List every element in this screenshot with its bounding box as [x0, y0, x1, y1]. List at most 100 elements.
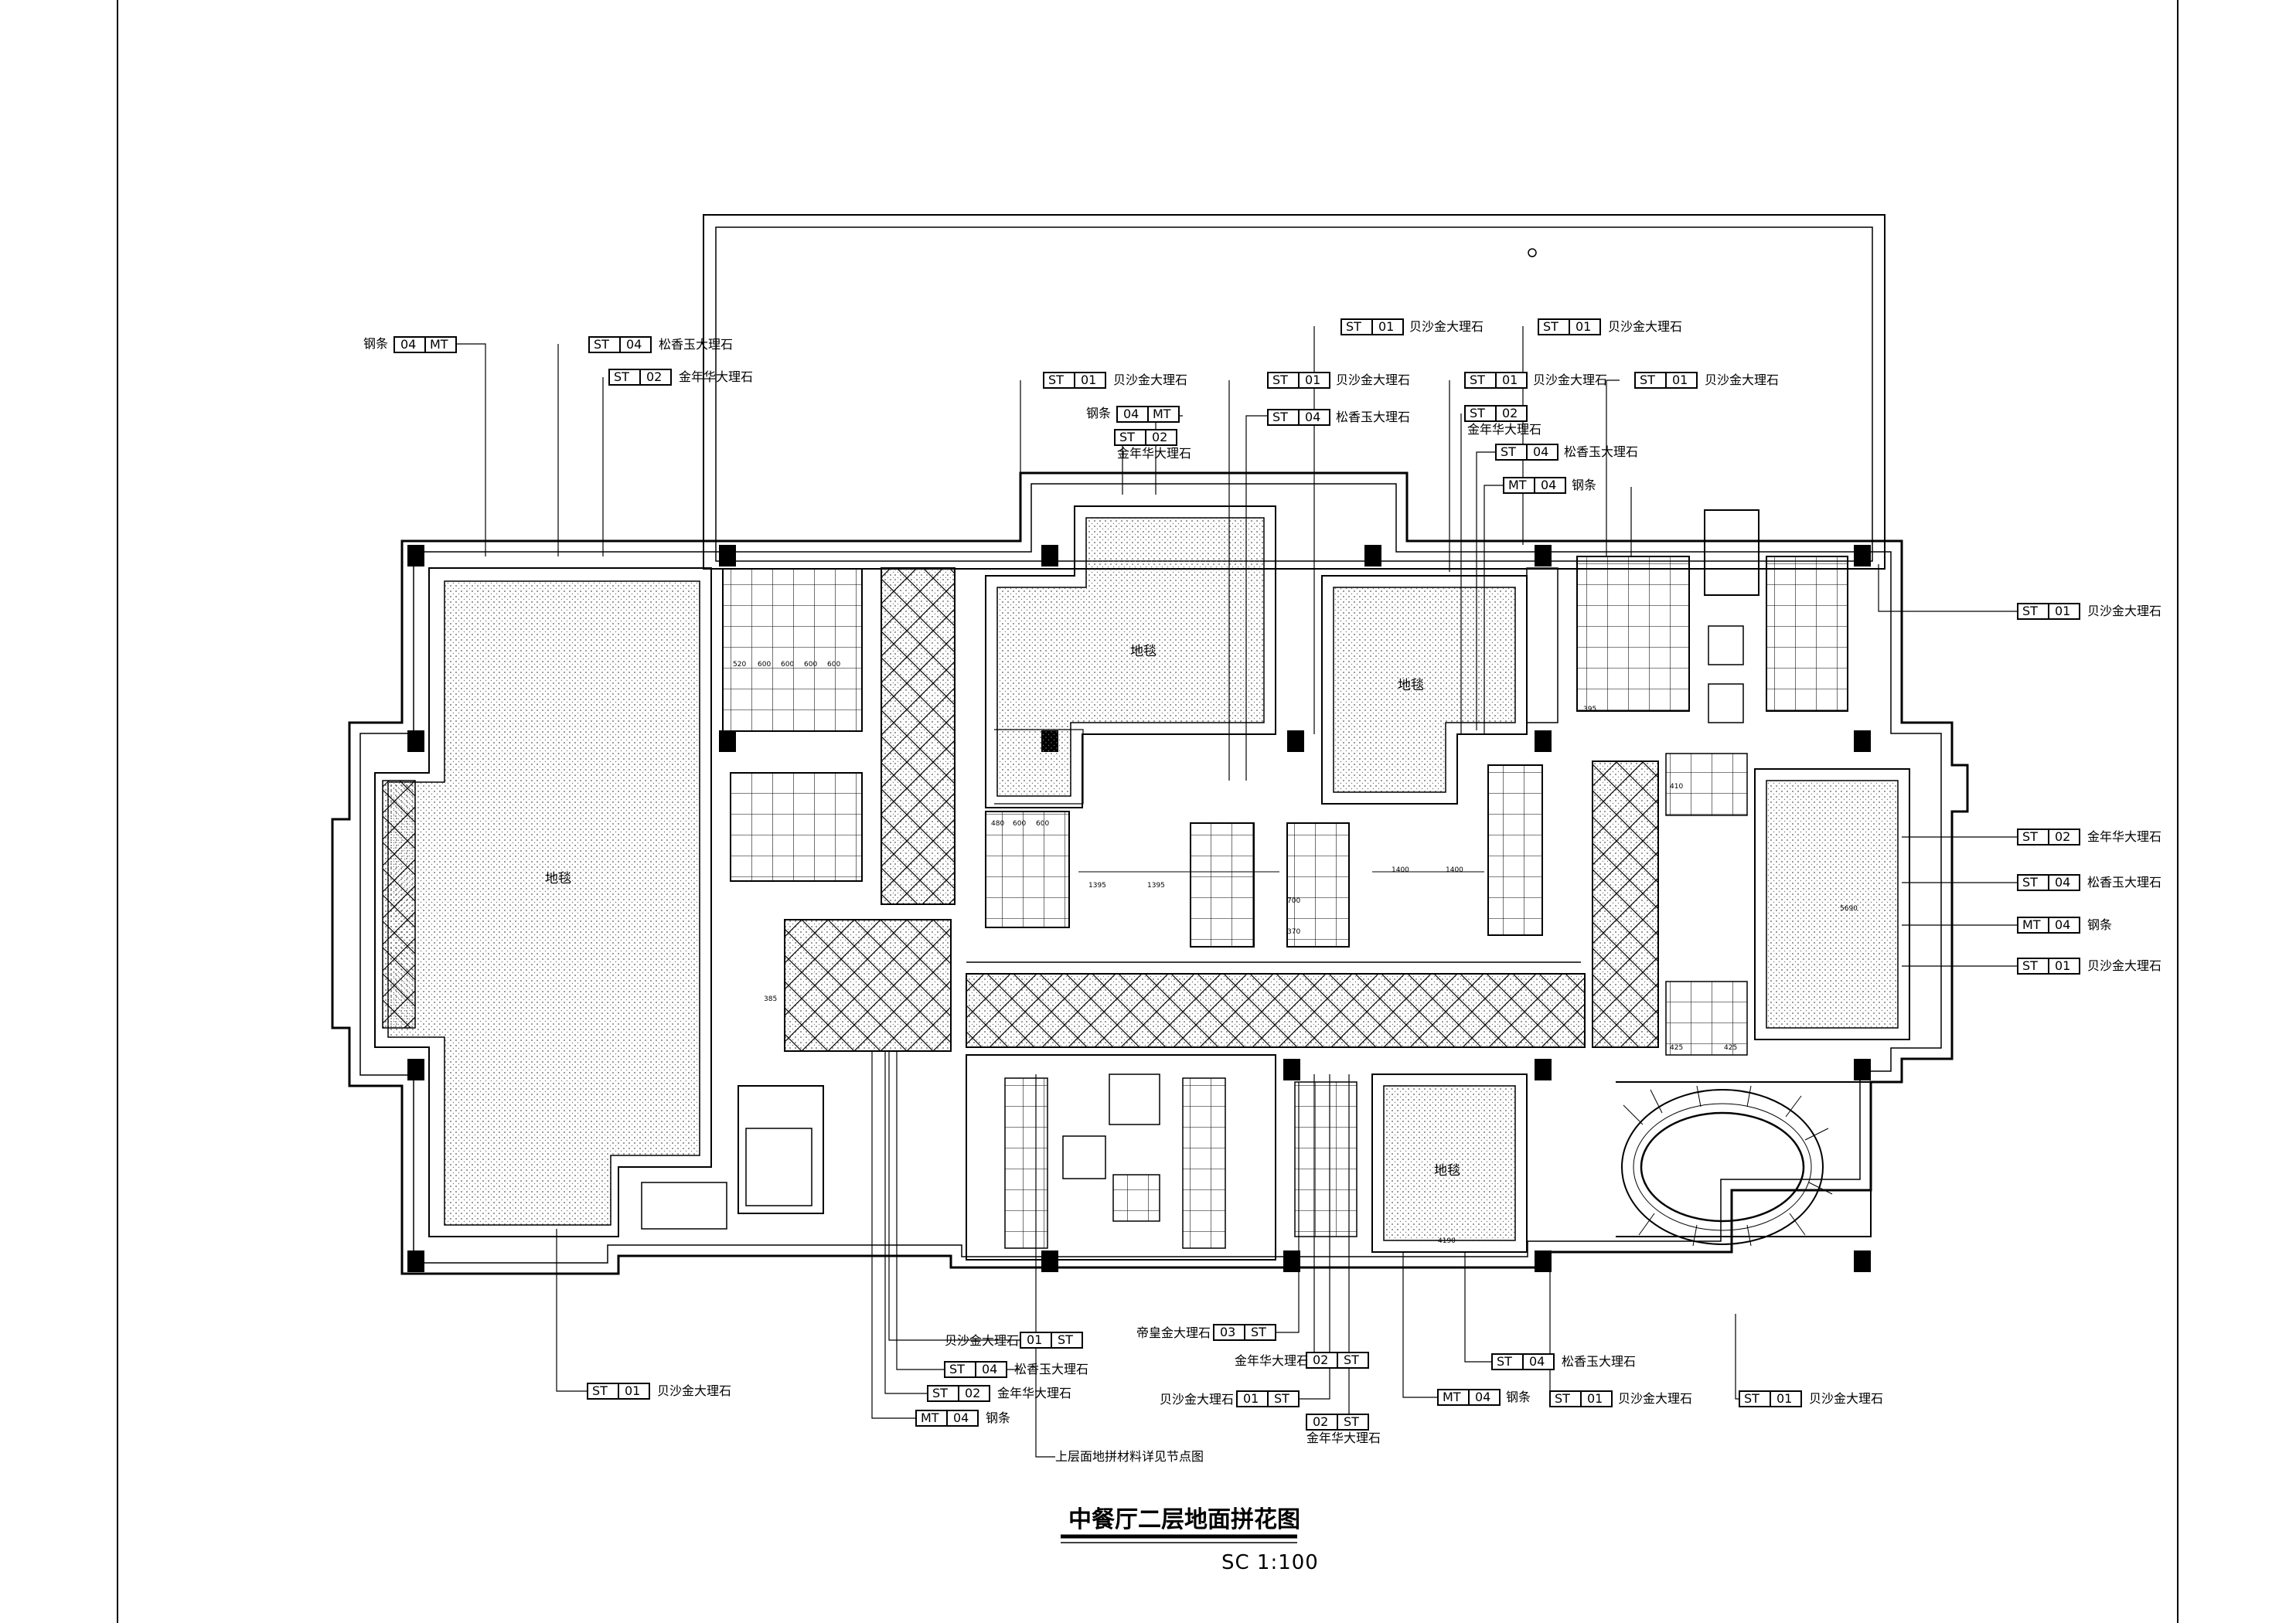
material-tag-gangtiao: MT 04 钢条: [2017, 917, 2112, 934]
svg-text:ST: ST: [1470, 406, 1485, 420]
svg-text:01: 01: [2055, 604, 2070, 618]
material-tag-songxiang: ST 04 松香玉大理石: [588, 336, 733, 353]
svg-text:松香玉大理石: 松香玉大理石: [1562, 1354, 1636, 1369]
svg-text:04: 04: [1541, 478, 1556, 492]
svg-text:01: 01: [1777, 1391, 1792, 1406]
svg-text:贝沙金大理石: 贝沙金大理石: [1336, 373, 1410, 387]
dim-label: 700: [1287, 897, 1300, 905]
svg-text:贝沙金大理石: 贝沙金大理石: [1705, 373, 1779, 387]
grid-room-nw: [722, 568, 863, 882]
svg-text:01: 01: [1081, 373, 1096, 387]
dim-label: 1400: [1392, 866, 1409, 874]
dim-label: 600: [1036, 820, 1049, 828]
svg-text:ST: ST: [2022, 875, 2038, 890]
material-tag-songxiang: ST 04 松香玉大理石: [2017, 874, 2161, 891]
material-tag-gangtiao: 钢条 04 MT: [363, 336, 457, 353]
svg-text:贝沙金大理石: 贝沙金大理石: [1113, 373, 1187, 387]
dim-label: 395: [1583, 706, 1596, 713]
svg-text:ST: ST: [2022, 604, 2038, 618]
material-tag-gangtiao: MT 04 钢条: [1437, 1389, 1531, 1406]
dim-label: 480: [991, 820, 1004, 828]
svg-text:贝沙金大理石: 贝沙金大理石: [945, 1333, 1019, 1348]
svg-text:04: 04: [1529, 1354, 1545, 1369]
dim-label: 425: [1724, 1044, 1737, 1052]
dim-label: 600: [804, 661, 817, 669]
material-tag-songxiang: ST 04 松香玉大理石: [944, 1361, 1088, 1378]
svg-text:ST: ST: [932, 1386, 948, 1400]
material-tag-beisha: ST 01 贝沙金大理石: [1043, 372, 1187, 389]
structural-columns: [407, 545, 1871, 1272]
svg-text:贝沙金大理石: 贝沙金大理石: [2087, 958, 2161, 973]
leader-lines: [456, 326, 2018, 1458]
note-detail-reference: 上层面地拼材料详见节点图: [1055, 1449, 1204, 1464]
dim-label: 600: [1013, 820, 1026, 828]
svg-text:ST: ST: [1497, 1354, 1512, 1369]
material-tag-songxiang: ST 04 松香玉大理石: [1267, 409, 1410, 426]
svg-text:ST: ST: [1346, 319, 1361, 334]
material-tag-beisha: ST 01 贝沙金大理石: [1267, 372, 1410, 389]
svg-text:贝沙金大理石: 贝沙金大理石: [1618, 1391, 1692, 1406]
svg-text:贝沙金大理石: 贝沙金大理石: [1409, 319, 1484, 334]
svg-text:04: 04: [1305, 410, 1320, 424]
svg-text:贝沙金大理石: 贝沙金大理石: [1608, 319, 1682, 334]
material-tag-dihuangjin: 帝皇金大理石 03 ST: [1136, 1324, 1276, 1341]
svg-text:贝沙金大理石: 贝沙金大理石: [1809, 1391, 1883, 1406]
material-tag-jinnianhua: ST 02 金年华大理石: [1114, 429, 1191, 461]
svg-text:松香玉大理石: 松香玉大理石: [1336, 410, 1410, 424]
dim-label: 1395: [1147, 882, 1165, 890]
material-tag-beisha: 贝沙金大理石 01 ST: [1160, 1390, 1300, 1407]
svg-text:04: 04: [953, 1410, 969, 1425]
svg-text:金年华大理石: 金年华大理石: [1235, 1353, 1309, 1368]
material-tag-beisha: ST 01 贝沙金大理石: [2017, 603, 2161, 620]
material-tag-jinnianhua: ST 02 金年华大理石: [927, 1385, 1071, 1402]
material-tag-jinnianhua: 金年华大理石 02 ST: [1235, 1352, 1369, 1369]
west-hall: [374, 567, 712, 1237]
svg-text:01: 01: [2055, 958, 2070, 973]
svg-text:ST: ST: [1058, 1332, 1073, 1347]
svg-text:02: 02: [1313, 1414, 1328, 1429]
svg-text:ST: ST: [1470, 373, 1485, 387]
svg-text:04: 04: [626, 337, 642, 352]
svg-text:ST: ST: [1274, 1391, 1289, 1406]
svg-text:04: 04: [2055, 875, 2070, 890]
material-tag-jinnianhua: ST 02 金年华大理石: [1464, 405, 1541, 437]
central-tile-grids: [966, 764, 1581, 963]
drawing-scale: SC 1:100: [1221, 1551, 1319, 1574]
svg-text:钢条: 钢条: [2087, 917, 2112, 932]
material-tag-jinnianhua: ST 02 金年华大理石: [608, 369, 753, 386]
material-tag-jinnianhua: ST 02 金年华大理石: [2017, 829, 2161, 846]
svg-text:松香玉大理石: 松香玉大理石: [1014, 1362, 1088, 1376]
material-tag-gangtiao: MT 04 钢条: [1503, 477, 1596, 494]
dim-label: 425: [1670, 1044, 1683, 1052]
svg-text:04: 04: [1123, 407, 1139, 421]
svg-text:ST: ST: [1344, 1414, 1359, 1429]
oval-staircase: [1616, 1081, 1872, 1247]
material-tag-beisha: ST 01 贝沙金大理石: [2017, 958, 2161, 975]
svg-text:01: 01: [1587, 1391, 1603, 1406]
svg-text:ST: ST: [1251, 1325, 1266, 1339]
dim-label: 1395: [1088, 882, 1106, 890]
dim-label: 4190: [1438, 1237, 1456, 1245]
material-tag-gangtiao: MT 04 钢条: [915, 1410, 1010, 1427]
svg-text:金年华大理石: 金年华大理石: [997, 1386, 1071, 1400]
svg-text:02: 02: [1502, 406, 1518, 420]
material-tag-gangtiao: 钢条 04 MT: [1086, 406, 1180, 423]
svg-text:01: 01: [1672, 373, 1688, 387]
svg-text:ST: ST: [1501, 444, 1516, 459]
svg-text:ST: ST: [1272, 410, 1288, 424]
material-tag-beisha: ST 01 贝沙金大理石: [1739, 1390, 1883, 1407]
south-service-area: [641, 1054, 1358, 1261]
svg-text:01: 01: [1502, 373, 1518, 387]
svg-text:ST: ST: [592, 1383, 608, 1398]
material-tag-beisha: ST 01 贝沙金大理石: [1538, 318, 1682, 335]
svg-text:ST: ST: [1119, 430, 1135, 444]
svg-text:MT: MT: [1508, 478, 1527, 492]
svg-text:02: 02: [965, 1386, 980, 1400]
dim-label: 370: [1287, 928, 1300, 936]
svg-text:贝沙金大理石: 贝沙金大理石: [657, 1383, 731, 1398]
svg-text:ST: ST: [1344, 1352, 1359, 1367]
north-center-room: [985, 505, 1276, 808]
title-block: 中餐厅二层地面拼花图 SC 1:100: [1061, 1506, 1319, 1574]
svg-text:钢条: 钢条: [1086, 406, 1111, 420]
